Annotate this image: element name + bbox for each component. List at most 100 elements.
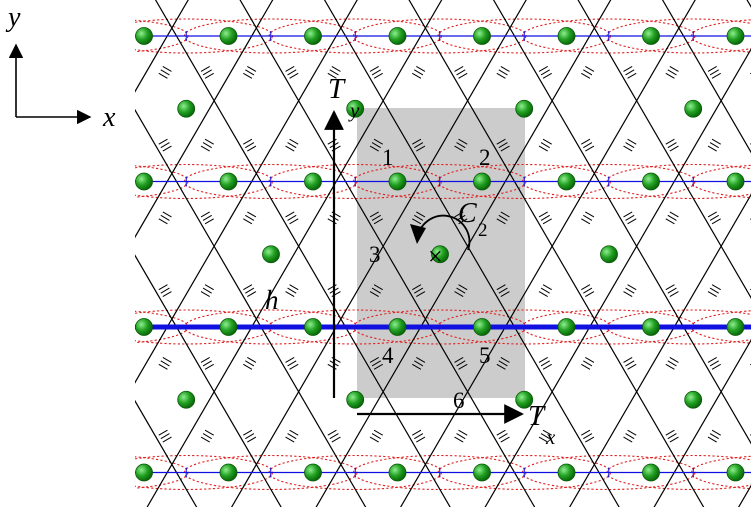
bond-tick	[412, 429, 422, 436]
tx-subscript: x	[545, 425, 556, 449]
bond-tick	[667, 287, 677, 294]
bond-tick	[711, 284, 721, 291]
bond-tick	[581, 72, 591, 79]
bond-tick	[34, 215, 43, 220]
lattice-site	[684, 99, 703, 118]
bond-tick	[454, 65, 464, 72]
bond-tick	[583, 214, 593, 221]
bond-tick	[669, 145, 679, 152]
bond-tick	[667, 360, 677, 367]
bond-tick	[540, 360, 550, 367]
bond-tick	[0, 212, 2, 217]
bond-tick	[454, 436, 464, 443]
bond-diagonal	[0, 0, 115, 507]
bond-tick	[416, 65, 426, 72]
bond-tick	[373, 363, 383, 370]
bond-tick	[454, 356, 464, 363]
lattice-site	[726, 172, 745, 191]
bond-tick	[498, 69, 508, 76]
bond-tick	[500, 356, 510, 363]
bond-tick	[416, 291, 426, 298]
bond-tick	[371, 287, 381, 294]
bond-tick	[202, 214, 212, 221]
bond-tick	[667, 433, 677, 440]
bond-tick	[202, 142, 212, 149]
bond-tick	[162, 436, 172, 443]
bond-tick	[625, 214, 635, 221]
bond-tick	[32, 292, 41, 297]
bond-tick	[121, 364, 130, 369]
bond-tick	[245, 433, 255, 440]
bond-tick	[200, 211, 210, 218]
bond-tick	[623, 145, 633, 152]
bond-tick	[287, 287, 297, 294]
bond-tick	[581, 363, 591, 370]
bond-tick	[287, 142, 297, 149]
bond-tick	[74, 430, 83, 435]
c2-rotation: × C 2	[410, 198, 488, 271]
bond-diagonal	[135, 0, 274, 239]
bond-diagonal	[661, 0, 751, 154]
bond-tick	[458, 429, 468, 436]
bond-tick	[496, 72, 506, 79]
bond-tick	[327, 284, 337, 291]
lattice-site	[9, 391, 26, 408]
bond-tick	[369, 356, 379, 363]
bond-tick	[498, 360, 508, 367]
bond-tick	[327, 218, 337, 225]
bond-tick	[707, 145, 717, 152]
lattice-site	[304, 318, 322, 336]
bond-tick	[456, 142, 466, 149]
bond-tick	[78, 146, 87, 151]
bond-tick	[36, 139, 45, 144]
bond-tick	[74, 139, 83, 144]
bond-tick	[200, 356, 210, 363]
bond-tick	[369, 211, 379, 218]
bond-tick	[416, 145, 426, 152]
bond-tick	[76, 288, 85, 293]
bond-tick	[581, 138, 591, 145]
bond-tick	[585, 65, 595, 72]
bond-diagonal	[408, 0, 705, 507]
bond-tick	[160, 214, 170, 221]
bond-tick	[414, 360, 424, 367]
bond-tick	[36, 219, 45, 224]
bond-tick	[711, 363, 721, 370]
bond-tick	[500, 291, 510, 298]
bond-tick	[373, 429, 383, 436]
site-label-5: 5	[479, 343, 491, 368]
bond-tick	[327, 72, 337, 79]
bond-tick	[458, 72, 468, 79]
lattice-site	[135, 172, 153, 191]
bond-tick	[456, 360, 466, 367]
bond-tick	[289, 138, 299, 145]
lattice-site	[557, 318, 576, 336]
bond-tick	[711, 72, 721, 79]
bond-tick	[327, 363, 337, 370]
bond-tick	[709, 142, 719, 149]
bond-tick	[117, 212, 126, 217]
site-label-3: 3	[369, 242, 381, 267]
bond-tick	[121, 219, 130, 224]
bond-tick	[540, 142, 550, 149]
bond-tick	[669, 211, 679, 218]
bond-tick	[414, 433, 424, 440]
lattice-site	[473, 27, 491, 45]
bond-tick	[78, 292, 87, 297]
bond-tick	[625, 360, 635, 367]
bond-tick	[32, 146, 41, 151]
bond-tick	[496, 284, 506, 291]
bond-tick-marks	[0, 65, 751, 443]
lattice-site	[642, 27, 660, 45]
bond-tick	[665, 363, 675, 370]
lattice-site	[262, 245, 280, 264]
bond-tick	[623, 211, 633, 218]
bond-tick	[538, 145, 548, 152]
bond-tick	[36, 73, 45, 78]
bond-tick	[0, 437, 2, 442]
bond-tick	[329, 433, 339, 440]
bond-tick	[204, 218, 214, 225]
bond-tick	[162, 211, 172, 218]
bond-tick	[542, 138, 552, 145]
lattice-site	[600, 245, 618, 264]
